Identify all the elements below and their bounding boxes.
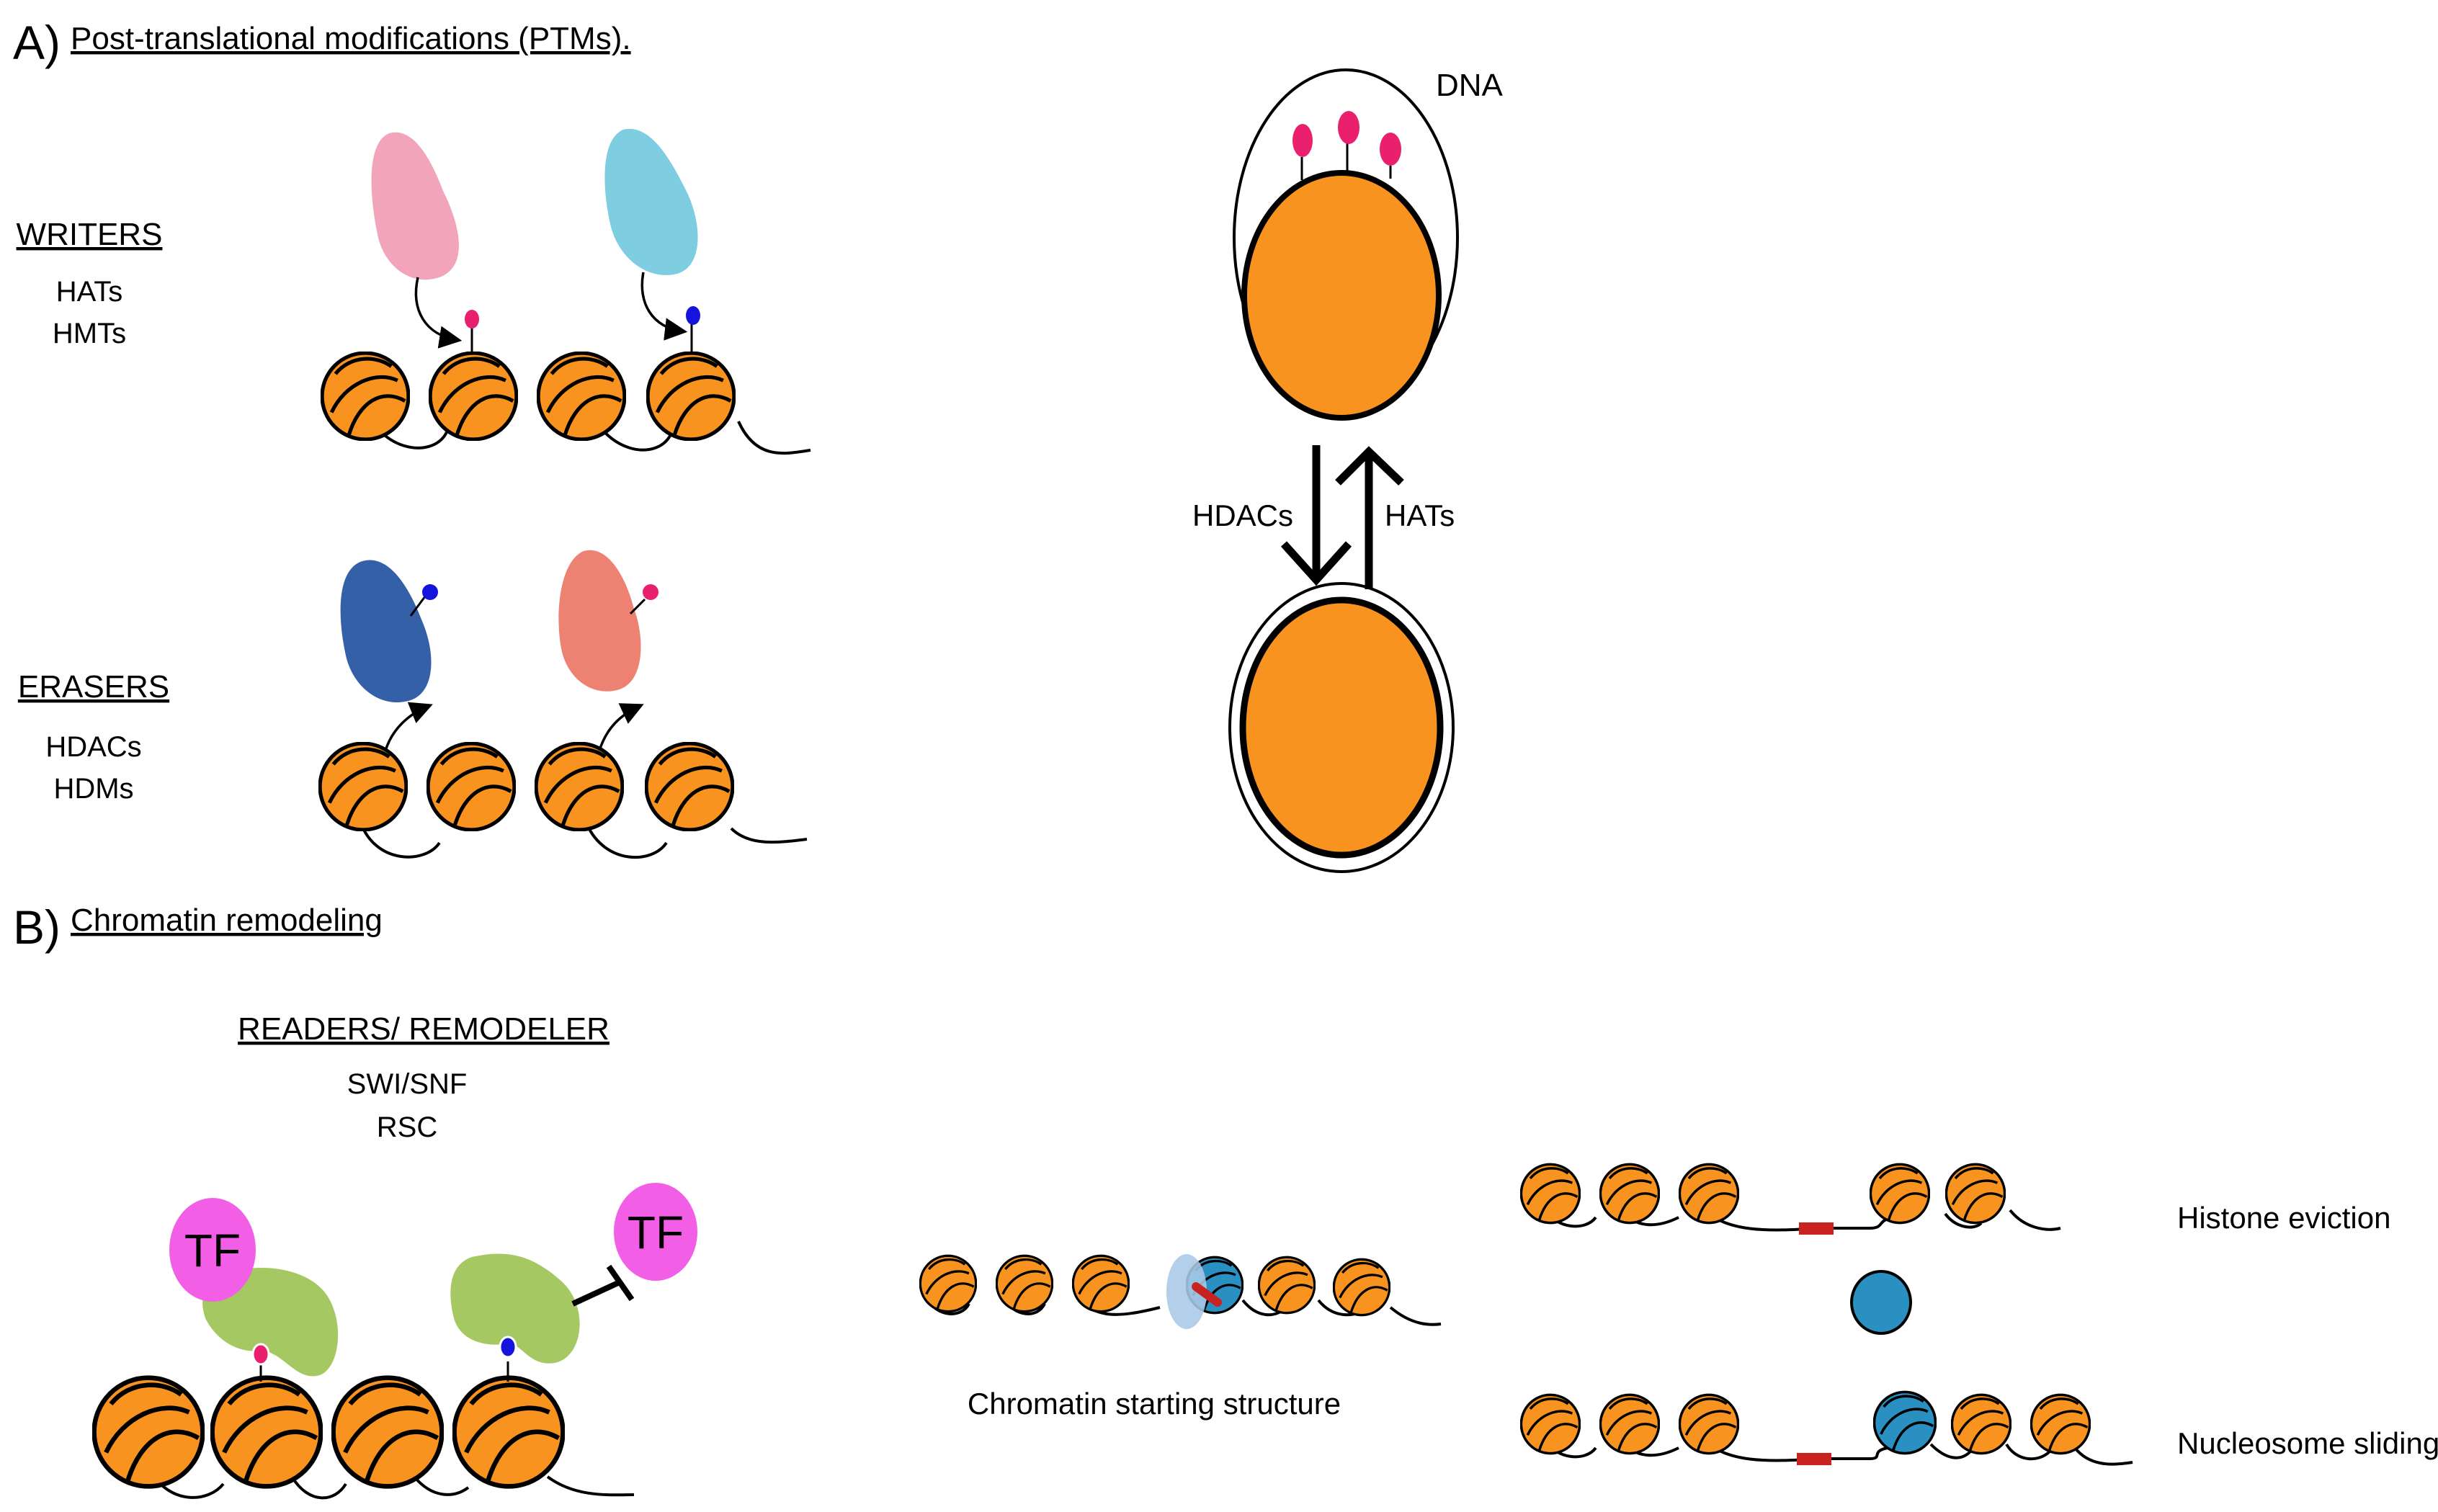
dna-wrap-closed bbox=[1228, 582, 1455, 873]
dna-binding-site bbox=[1192, 1282, 1222, 1307]
acetylation-equilibrium: DNA HDACs HATs bbox=[1192, 68, 1504, 873]
histone-blue bbox=[1873, 1390, 1937, 1455]
readers-heading: READERS/ REMODELER bbox=[238, 1011, 610, 1047]
acetyl-mark-pink bbox=[465, 310, 479, 328]
nucleosome bbox=[538, 353, 626, 439]
acetyl-mark-pink bbox=[1292, 124, 1313, 157]
erasers-item-hdacs: HDACs bbox=[45, 731, 141, 763]
start-label: Chromatin starting structure bbox=[968, 1387, 1341, 1421]
transcription-factor bbox=[614, 1183, 697, 1281]
panel-b-letter: B) bbox=[13, 900, 61, 954]
nucleosome bbox=[648, 353, 736, 439]
erasers-item-hdms: HDMs bbox=[53, 773, 133, 805]
nucleosome bbox=[536, 743, 624, 830]
down-arrow-hdacs bbox=[1280, 445, 1352, 586]
panel-a: A) Post-translational modifications (PTM… bbox=[13, 16, 1504, 873]
nucleosome bbox=[1072, 1254, 1130, 1313]
erasers-chromatin bbox=[320, 550, 808, 859]
histone-eviction: Histone eviction bbox=[1520, 1163, 2390, 1335]
readers-item-swisnf: SWI/SNF bbox=[347, 1068, 468, 1100]
dna-strand bbox=[150, 1472, 635, 1500]
nucleosome bbox=[94, 1378, 205, 1487]
histone-core-acetylated bbox=[1241, 170, 1442, 421]
panel-b: B) Chromatin remodeling READERS/ REMODEL… bbox=[13, 900, 2438, 1500]
methyl-mark-blue bbox=[422, 584, 438, 600]
dna-label: DNA bbox=[1436, 68, 1504, 103]
nucleosome bbox=[996, 1254, 1053, 1313]
methyl-mark-blue bbox=[686, 306, 700, 325]
tf-label: TF bbox=[184, 1225, 241, 1276]
eraser-enzyme-salmon bbox=[558, 550, 641, 692]
dna-binding-site bbox=[1797, 1453, 1831, 1465]
tf-label: TF bbox=[628, 1207, 684, 1258]
histone-core-deacetylated bbox=[1239, 596, 1444, 859]
writers-item-hats: HATs bbox=[56, 276, 123, 308]
nucleosome bbox=[428, 743, 516, 830]
writer-enzyme-cyan bbox=[604, 128, 698, 275]
nucleosome bbox=[334, 1378, 444, 1487]
reader-protein-green bbox=[202, 1268, 339, 1377]
nucleosome bbox=[646, 743, 734, 830]
reader-protein-green bbox=[450, 1253, 580, 1364]
nucleosome bbox=[213, 1378, 323, 1487]
inhibition-bar bbox=[571, 1264, 635, 1307]
nucleosome bbox=[1599, 1393, 1660, 1455]
remodeler-complex bbox=[1166, 1254, 1207, 1329]
hats-label: HATs bbox=[1385, 498, 1455, 532]
nucleosome bbox=[1951, 1393, 2011, 1455]
nucleosome bbox=[1679, 1163, 1739, 1225]
chromatin-starting-structure: Chromatin starting structure bbox=[919, 1254, 1442, 1421]
nucleosome bbox=[2030, 1393, 2091, 1455]
transcription-factor bbox=[169, 1198, 256, 1302]
writer-arrow bbox=[640, 272, 688, 341]
nucleosome bbox=[1520, 1163, 1581, 1225]
nucleosome bbox=[1870, 1163, 1930, 1225]
methyl-mark-blue bbox=[499, 1336, 517, 1359]
acetyl-mark-pink bbox=[1380, 133, 1401, 166]
nucleosome bbox=[1258, 1256, 1316, 1315]
dna-binding-site bbox=[1799, 1222, 1834, 1235]
up-arrow-hats bbox=[1335, 446, 1404, 589]
writer-enzyme-pink bbox=[371, 132, 459, 280]
nucleosome-sliding: Nucleosome sliding bbox=[1520, 1390, 2438, 1466]
acetyl-mark-pink bbox=[643, 584, 658, 600]
eraser-enzyme-navy bbox=[340, 560, 432, 703]
nucleosome bbox=[455, 1378, 565, 1487]
writers-chromatin bbox=[322, 128, 811, 455]
eviction-label: Histone eviction bbox=[2177, 1201, 2390, 1235]
readers-item-rsc: RSC bbox=[377, 1111, 437, 1143]
erasers-heading: ERASERS bbox=[18, 669, 169, 704]
dna-strand bbox=[359, 820, 808, 859]
nucleosome bbox=[430, 353, 518, 439]
panel-b-title: Chromatin remodeling bbox=[71, 903, 383, 938]
nucleosome bbox=[1520, 1393, 1581, 1455]
nucleosome bbox=[322, 353, 410, 439]
panel-a-title: Post-translational modifications (PTMs). bbox=[71, 21, 631, 56]
panel-a-letter: A) bbox=[13, 16, 61, 69]
acetyl-mark-pink bbox=[251, 1343, 270, 1366]
evicted-histone bbox=[1850, 1270, 1912, 1335]
eraser-arrow bbox=[598, 703, 644, 751]
sliding-label: Nucleosome sliding bbox=[2177, 1426, 2438, 1460]
writers-heading: WRITERS bbox=[17, 217, 163, 252]
writer-arrow bbox=[414, 277, 463, 349]
nucleosome bbox=[1679, 1393, 1739, 1455]
dna-strand bbox=[924, 1295, 1442, 1326]
acetyl-mark-pink bbox=[1338, 111, 1359, 144]
eraser-arrow bbox=[384, 702, 433, 751]
writers-item-hmts: HMTs bbox=[53, 318, 126, 349]
nucleosome bbox=[320, 743, 408, 830]
nucleosome bbox=[919, 1254, 977, 1313]
nucleosome bbox=[1599, 1163, 1660, 1225]
nucleosome bbox=[1333, 1258, 1390, 1317]
nucleosome bbox=[1945, 1163, 2006, 1225]
hdacs-label: HDACs bbox=[1192, 498, 1293, 532]
readers-chromatin: TF TF bbox=[94, 1183, 697, 1500]
